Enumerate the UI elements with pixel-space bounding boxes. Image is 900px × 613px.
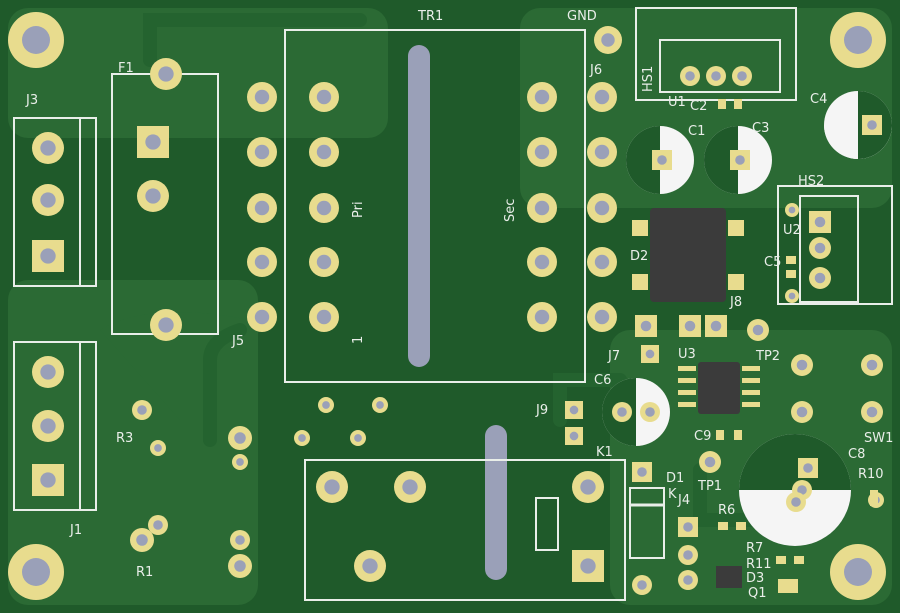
label-d2: D2 <box>630 249 648 264</box>
hs1-outline <box>635 7 797 101</box>
label-c8: C8 <box>848 447 865 462</box>
traces <box>143 13 767 527</box>
label-r11: R11 <box>746 557 772 572</box>
label-j7: J7 <box>607 349 620 364</box>
label-r7: R7 <box>746 541 763 556</box>
tr1-outline <box>284 29 586 383</box>
label-c9: C9 <box>694 429 711 444</box>
tr1-slot <box>408 45 430 367</box>
label-c6: C6 <box>594 373 611 388</box>
k1-slot <box>485 425 507 580</box>
label-j5: J5 <box>231 334 244 349</box>
label-hs1: HS1 <box>641 66 656 92</box>
label-c2: C2 <box>690 99 707 114</box>
label-r3: R3 <box>116 431 133 446</box>
label-j1: J1 <box>69 523 82 538</box>
label-c1: C1 <box>688 124 705 139</box>
label-d1: D1 <box>666 471 684 486</box>
label-pri: Pri <box>351 201 366 218</box>
label-hs2: HS2 <box>798 174 824 189</box>
label-c5: C5 <box>764 255 781 270</box>
label-d3: D3 <box>746 571 764 586</box>
label-q1: Q1 <box>748 586 767 601</box>
d2-body <box>650 208 726 302</box>
label-u2: U2 <box>783 223 801 238</box>
d1-outline <box>629 487 665 559</box>
smd-pads <box>716 99 878 593</box>
label-r6: R6 <box>718 503 735 518</box>
label-one: 1 <box>351 336 366 344</box>
label-u1: U1 <box>668 95 686 110</box>
through-hole-pads <box>32 26 884 595</box>
label-u3: U3 <box>678 347 696 362</box>
label-sec: Sec <box>503 199 518 222</box>
label-r1: R1 <box>136 565 153 580</box>
label-j6: J6 <box>589 63 602 78</box>
label-tr1: TR1 <box>417 9 443 24</box>
label-j9: J9 <box>535 403 548 418</box>
mounting-holes <box>8 12 886 600</box>
k1-outline <box>304 459 626 601</box>
j3-outline <box>13 117 97 287</box>
silkscreen-labels: TR1 GND F1 J3 J6 HS1 U1 C2 C4 C1 C3 HS2 … <box>25 9 893 601</box>
hs2-outline <box>777 185 893 305</box>
label-f1: F1 <box>118 61 134 76</box>
j1-outline <box>13 341 97 511</box>
label-tp1: TP1 <box>697 479 722 494</box>
u3-body <box>698 362 740 414</box>
label-tp2: TP2 <box>755 349 780 364</box>
label-j8: J8 <box>729 295 742 310</box>
label-sw1: SW1 <box>864 431 893 446</box>
label-k1: K1 <box>596 445 613 460</box>
label-j3: J3 <box>25 93 38 108</box>
label-gnd: GND <box>567 9 597 24</box>
label-c3: C3 <box>752 121 769 136</box>
label-c4: C4 <box>810 92 827 107</box>
label-k: K <box>668 487 677 502</box>
label-j4: J4 <box>677 493 690 508</box>
label-r10: R10 <box>858 467 884 482</box>
